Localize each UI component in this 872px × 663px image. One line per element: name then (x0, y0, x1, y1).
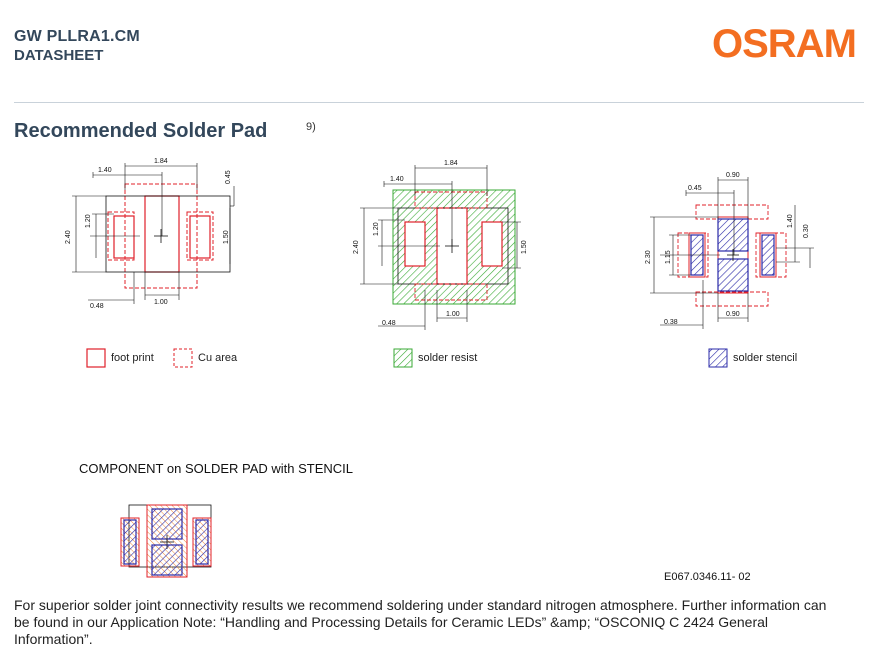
dim-label: 0.30 (803, 224, 810, 238)
stencil-center-bottom (717, 258, 749, 292)
product-name: GW PLLRA1.CM (14, 28, 140, 45)
dim-label: 1.84 (444, 160, 458, 167)
dim-label: 1.40 (787, 214, 794, 228)
section-footnote: 9) (306, 121, 316, 133)
dim-label: 0.48 (382, 320, 396, 327)
cu-area-right (186, 211, 214, 261)
stencil-center-top (717, 218, 749, 252)
footprint-left-pad (113, 215, 135, 259)
cu-area-swatch (173, 348, 193, 368)
dim-label: 0.48 (90, 303, 104, 310)
footprint-right-pad (189, 215, 211, 259)
dim-label: 2.40 (65, 230, 72, 244)
component-drawing (120, 504, 212, 578)
osram-logo: OSRAM (712, 22, 857, 66)
legend-foot-print: foot print (111, 352, 154, 364)
dim-label: 2.40 (353, 240, 360, 254)
dim-label: 1.40 (390, 176, 404, 183)
solder-resist-drawing: 1.84 1.40 1.20 2.40 1.50 0.48 1.00 (353, 160, 528, 330)
solder-stencil-swatch (708, 348, 728, 368)
application-note: For superior solder joint connectivity r… (14, 597, 827, 647)
dim-label: 0.90 (726, 311, 740, 318)
component-title: COMPONENT on SOLDER PAD with STENCIL (79, 461, 354, 476)
section-title: Recommended Solder Pad (14, 120, 268, 142)
stencil-right-pad (761, 234, 775, 276)
dim-label: 1.50 (521, 240, 528, 254)
legend-cu-area: Cu area (198, 352, 238, 364)
dim-label: 1.20 (373, 222, 380, 236)
legend-solder-resist: solder resist (418, 352, 478, 364)
dim-label: 1.40 (98, 167, 112, 174)
dim-label: 0.45 (688, 185, 702, 192)
dim-label: 1.00 (154, 299, 168, 306)
footprint-swatch (86, 348, 106, 368)
dim-label: 0.45 (225, 170, 232, 184)
dim-label: 1.00 (446, 311, 460, 318)
dim-label: 1.20 (85, 214, 92, 228)
drawing-number: E067.0346.11- 02 (664, 571, 751, 583)
footprint-drawing: 1.84 1.40 0.45 1.20 2.40 1.50 0.48 1.00 (65, 158, 235, 310)
solder-stencil-drawing: 0.90 0.45 1.40 0.30 1.15 2.30 0.38 0.90 (645, 172, 814, 329)
dim-label: 1.50 (223, 230, 230, 244)
dim-label: 2.30 (645, 250, 652, 264)
document-type: DATASHEET (14, 47, 104, 64)
resist-right-opening (481, 221, 503, 267)
header-divider (14, 102, 864, 103)
dim-label: 1.84 (154, 158, 168, 165)
dim-label: 0.38 (664, 319, 678, 326)
solder-resist-swatch (393, 348, 413, 368)
legend-solder-stencil: solder stencil (733, 352, 798, 364)
dim-label: 1.15 (665, 250, 672, 264)
resist-left-opening (404, 221, 426, 267)
dim-label: 0.90 (726, 172, 740, 179)
